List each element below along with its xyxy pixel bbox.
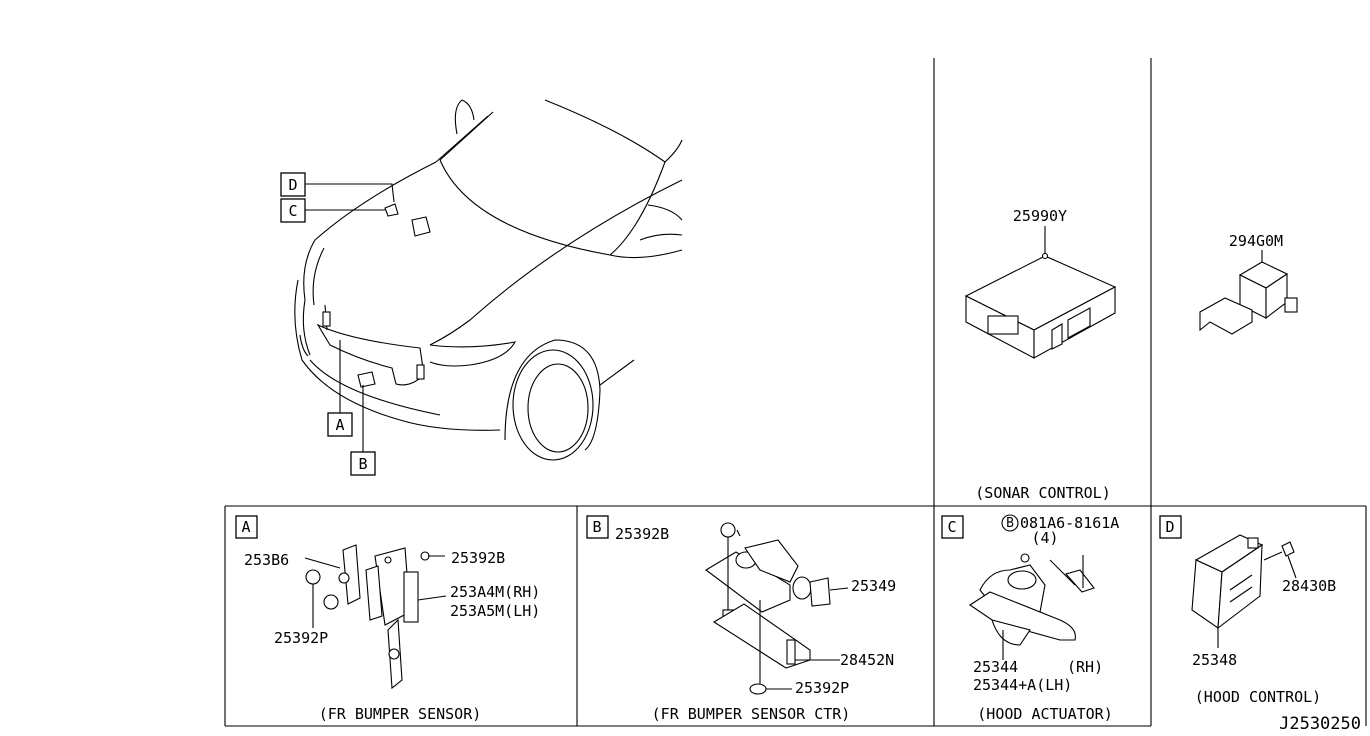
drawing-number: J2530250 xyxy=(1279,714,1361,734)
panel-d-part-25348: 25348 xyxy=(1192,651,1237,669)
car-front-view xyxy=(294,99,683,461)
callout-b: B xyxy=(350,451,376,476)
hood-unit-part-label: 294G0M xyxy=(1229,232,1283,250)
fr-bumper-sensor-ctr-assembly xyxy=(705,522,849,695)
svg-text:C: C xyxy=(947,518,956,536)
panel-c-part-rh-side: (RH) xyxy=(1067,658,1103,676)
hood-control-unit xyxy=(1191,534,1297,648)
panel-a-part-253b6: 253B6 xyxy=(244,551,289,569)
panel-c-caption: (HOOD ACTUATOR) xyxy=(977,705,1112,723)
panel-d-label: D xyxy=(1159,515,1182,539)
panel-a-caption: (FR BUMPER SENSOR) xyxy=(319,705,482,723)
fr-bumper-sensor-assembly xyxy=(304,544,447,690)
panel-a-part-253a4m: 253A4M(RH) xyxy=(450,583,540,601)
panel-a-part-25392p: 25392P xyxy=(274,629,328,647)
panel-b-caption: (FR BUMPER SENSOR CTR) xyxy=(652,705,851,723)
panel-b-label: B xyxy=(586,515,609,539)
panel-b-part-28452n: 28452N xyxy=(840,651,894,669)
panel-c-part-lh: 25344+A(LH) xyxy=(973,676,1072,694)
panel-b-part-25392b: 25392B xyxy=(615,525,669,543)
svg-text:A: A xyxy=(241,518,250,536)
panel-c-part-rh: 25344 xyxy=(973,658,1018,676)
sonar-caption: (SONAR CONTROL) xyxy=(975,484,1110,502)
callout-c-text: C xyxy=(288,202,297,220)
callout-d-text: D xyxy=(288,176,297,194)
svg-text:B: B xyxy=(592,518,601,536)
panel-b-part-25349: 25349 xyxy=(851,577,896,595)
frame-lines xyxy=(224,58,1367,727)
panel-a-part-25392b: 25392B xyxy=(451,549,505,567)
panel-d-part-28430b: 28430B xyxy=(1282,577,1336,595)
panel-a-label: A xyxy=(235,515,258,539)
sonar-part-label: 25990Y xyxy=(1013,207,1067,225)
hood-unit-294g0m xyxy=(1199,250,1298,335)
callout-d: D xyxy=(280,172,306,197)
callout-a: A xyxy=(327,412,353,437)
callout-c: C xyxy=(280,198,306,223)
panel-d-caption: (HOOD CONTROL) xyxy=(1195,688,1321,706)
panel-c-bolt-qty: (4) xyxy=(1031,529,1058,547)
panel-c-bolt-part: 081A6-8161A xyxy=(1020,514,1119,532)
bolt-marker: B xyxy=(1001,514,1019,532)
callout-b-text: B xyxy=(358,455,367,473)
bolt-marker-text: B xyxy=(1006,516,1014,531)
sonar-control-unit xyxy=(964,226,1117,359)
callout-a-text: A xyxy=(335,416,344,434)
panel-b-part-25392p: 25392P xyxy=(795,679,849,697)
panel-a-part-253a5m: 253A5M(LH) xyxy=(450,602,540,620)
panel-c-label: C xyxy=(941,515,964,539)
hood-actuator-assembly xyxy=(969,553,1095,660)
svg-text:D: D xyxy=(1165,518,1174,536)
